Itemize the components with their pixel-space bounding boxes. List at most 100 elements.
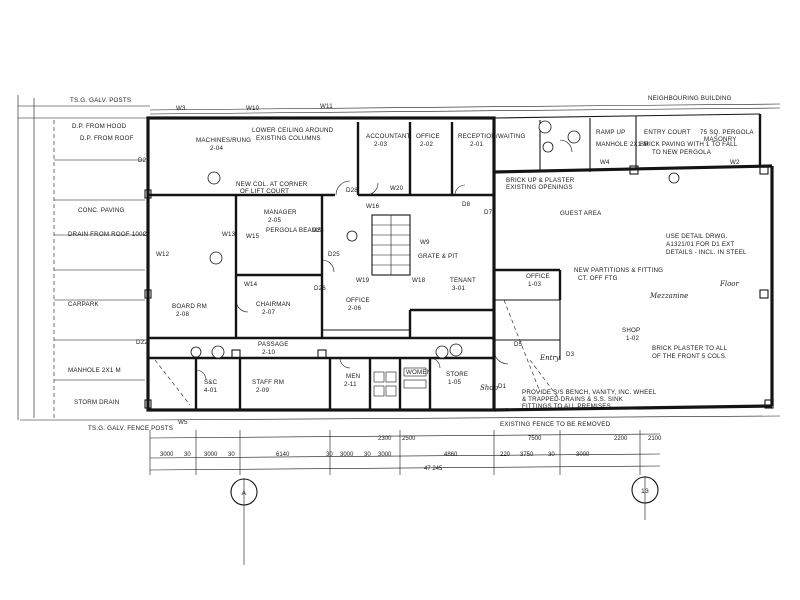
note-detail-2: A1321/01 FOR D1 EXT [666,241,734,248]
dim-label: 3750 [520,452,534,458]
room-board: BOARD RM [172,303,207,310]
dim-label: 3000 [576,452,590,458]
note-provide-bench-2: & TRAPPED DRAINS & S.S. SINK [522,396,624,403]
room-reception-no: 2-01 [470,141,484,148]
overall-dimension: 47 245 [424,466,443,472]
grid-bubble-13: 13 [631,476,659,504]
dim-label: 30 [184,452,191,458]
tag-w10: W10 [246,105,260,112]
dim-label: 6140 [276,452,290,458]
room-passage-no: 2-10 [262,349,276,356]
note-manhole: MANHOLE 2X1 M [68,367,121,374]
note-entry-2: TO NEW PERGOLA [652,149,712,156]
dim-label: 2500 [402,436,416,442]
room-src-no: 4-01 [204,387,218,394]
tag-w4: W4 [600,159,610,166]
tag-d27: D27 [138,157,150,164]
building-outer-walls [146,113,774,412]
note-nw-cnr-2: MASONRY [704,136,737,143]
note-brick-existing-2: EXISTING OPENINGS [506,184,573,191]
tag-d25: D25 [328,251,340,258]
room-labels: MACHINES/RUNG 2-04 ACCOUNTANT 2-03 OFFIC… [68,129,690,394]
room-office-a: OFFICE [416,133,440,140]
dim-label: 7500 [528,436,542,442]
tag-w15: W15 [246,233,260,240]
tag-d7: D7 [484,209,493,216]
columns [144,165,774,409]
note-brick-plaster-2: OF THE FRONT 5 COLS. [652,353,727,360]
note-detail-3: DETAILS - INCL. IN STEEL [666,249,747,256]
note-new-partitions: NEW PARTITIONS & FITTING [574,267,663,274]
dim-label: 30 [548,452,555,458]
tag-d26: D26 [314,285,326,292]
tag-d28: D28 [346,187,358,194]
room-shop: SHOP [622,327,640,334]
dim-label: 2100 [648,436,662,442]
handwritten-1: Mezzanine [649,292,688,300]
note-new-partitions-2: CT. OFF FTG [578,275,618,282]
dim-label: 3000 [340,452,354,458]
room-accountant-no: 2-03 [374,141,388,148]
dim-label: 30 [326,452,333,458]
door-swings [195,139,573,381]
room-machines-no: 2-04 [210,145,224,152]
note-brick-existing: BRICK UP & PLASTER [506,177,575,184]
room-chairman: CHAIRMAN [256,301,291,308]
window-door-tags: W3 W10 W11 W4 W2 W12 W13 W14 W15 W9 W16 … [136,103,740,426]
room-chairman-no: 2-07 [262,309,276,316]
room-store-no: 1-05 [448,379,462,386]
dim-label: 3000 [204,452,218,458]
note-detail: USE DETAIL DRWG. [666,233,728,240]
room-tenant-no: 3-01 [452,285,466,292]
handwritten-annotations: Mezzanine Floor Shop Entry [480,280,740,392]
note-dr-from-hood: D.P. FROM HOOD [72,123,127,130]
room-machines: MACHINES/RUNG [196,137,251,144]
room-tenant: TENANT [450,277,476,284]
interior-walls [148,116,637,410]
handwritten-4: Entry [539,354,561,362]
handwritten-2: Floor [719,280,740,288]
dim-label: 3000 [160,452,174,458]
room-carpark: CARPARK [68,301,100,308]
tag-w3: W3 [176,105,186,112]
tag-d3: D3 [566,351,575,358]
dimension-labels: 3000 30 3000 30 6140 30 3000 30 3000 486… [160,436,662,458]
room-passage: PASSAGE [258,341,289,348]
tag-w18: W18 [412,277,426,284]
tag-w19: W19 [356,277,370,284]
tag-w12: W12 [156,251,170,258]
note-lower-ceiling-2: EXISTING COLUMNS [256,135,321,142]
room-src: S&C [204,379,218,386]
note-provide-bench: PROVIDE S/S BENCH, VANITY, INC. WHEEL [522,389,657,396]
note-drain: DRAIN FROM ROOF 100Ø [68,231,148,238]
note-brick-plaster: BRICK PLASTER TO ALL [652,345,728,352]
tag-d22: D22 [136,339,148,346]
room-board-no: 2-08 [176,311,190,318]
tag-w14: W14 [244,281,258,288]
dashed-lines [154,299,561,406]
note-ts-bottom: TS.G. GALV. FENCE POSTS [88,425,173,432]
dim-label: 4860 [444,452,458,458]
tag-w13: W13 [222,231,236,238]
room-men-no: 2-11 [344,381,357,388]
tag-w5: W5 [178,419,188,426]
room-office-c-no: 1-03 [528,281,542,288]
room-men: MEN [346,373,360,380]
grid-13-label: 13 [641,488,649,495]
room-manager: MANAGER [264,209,297,216]
dim-label: 220 [500,452,511,458]
tag-d5: D5 [514,341,523,348]
dimension-lines [149,430,661,565]
note-neighbouring: NEIGHBOURING BUILDING [648,95,732,102]
site-boundary-lines [17,95,781,421]
room-store: STORE [446,371,468,378]
note-ramp: MANHOLE 2X1 M [596,141,649,148]
tag-w16: W16 [366,203,380,210]
room-staff: STAFF RM [252,379,284,386]
dim-label: 30 [364,452,371,458]
note-dr-new: D.P. FROM ROOF [80,135,134,142]
room-office-a-no: 2-02 [420,141,434,148]
tag-d8: D8 [462,201,471,208]
tag-w9: W9 [420,239,430,246]
note-storm-drain: STORM DRAIN [74,399,119,406]
